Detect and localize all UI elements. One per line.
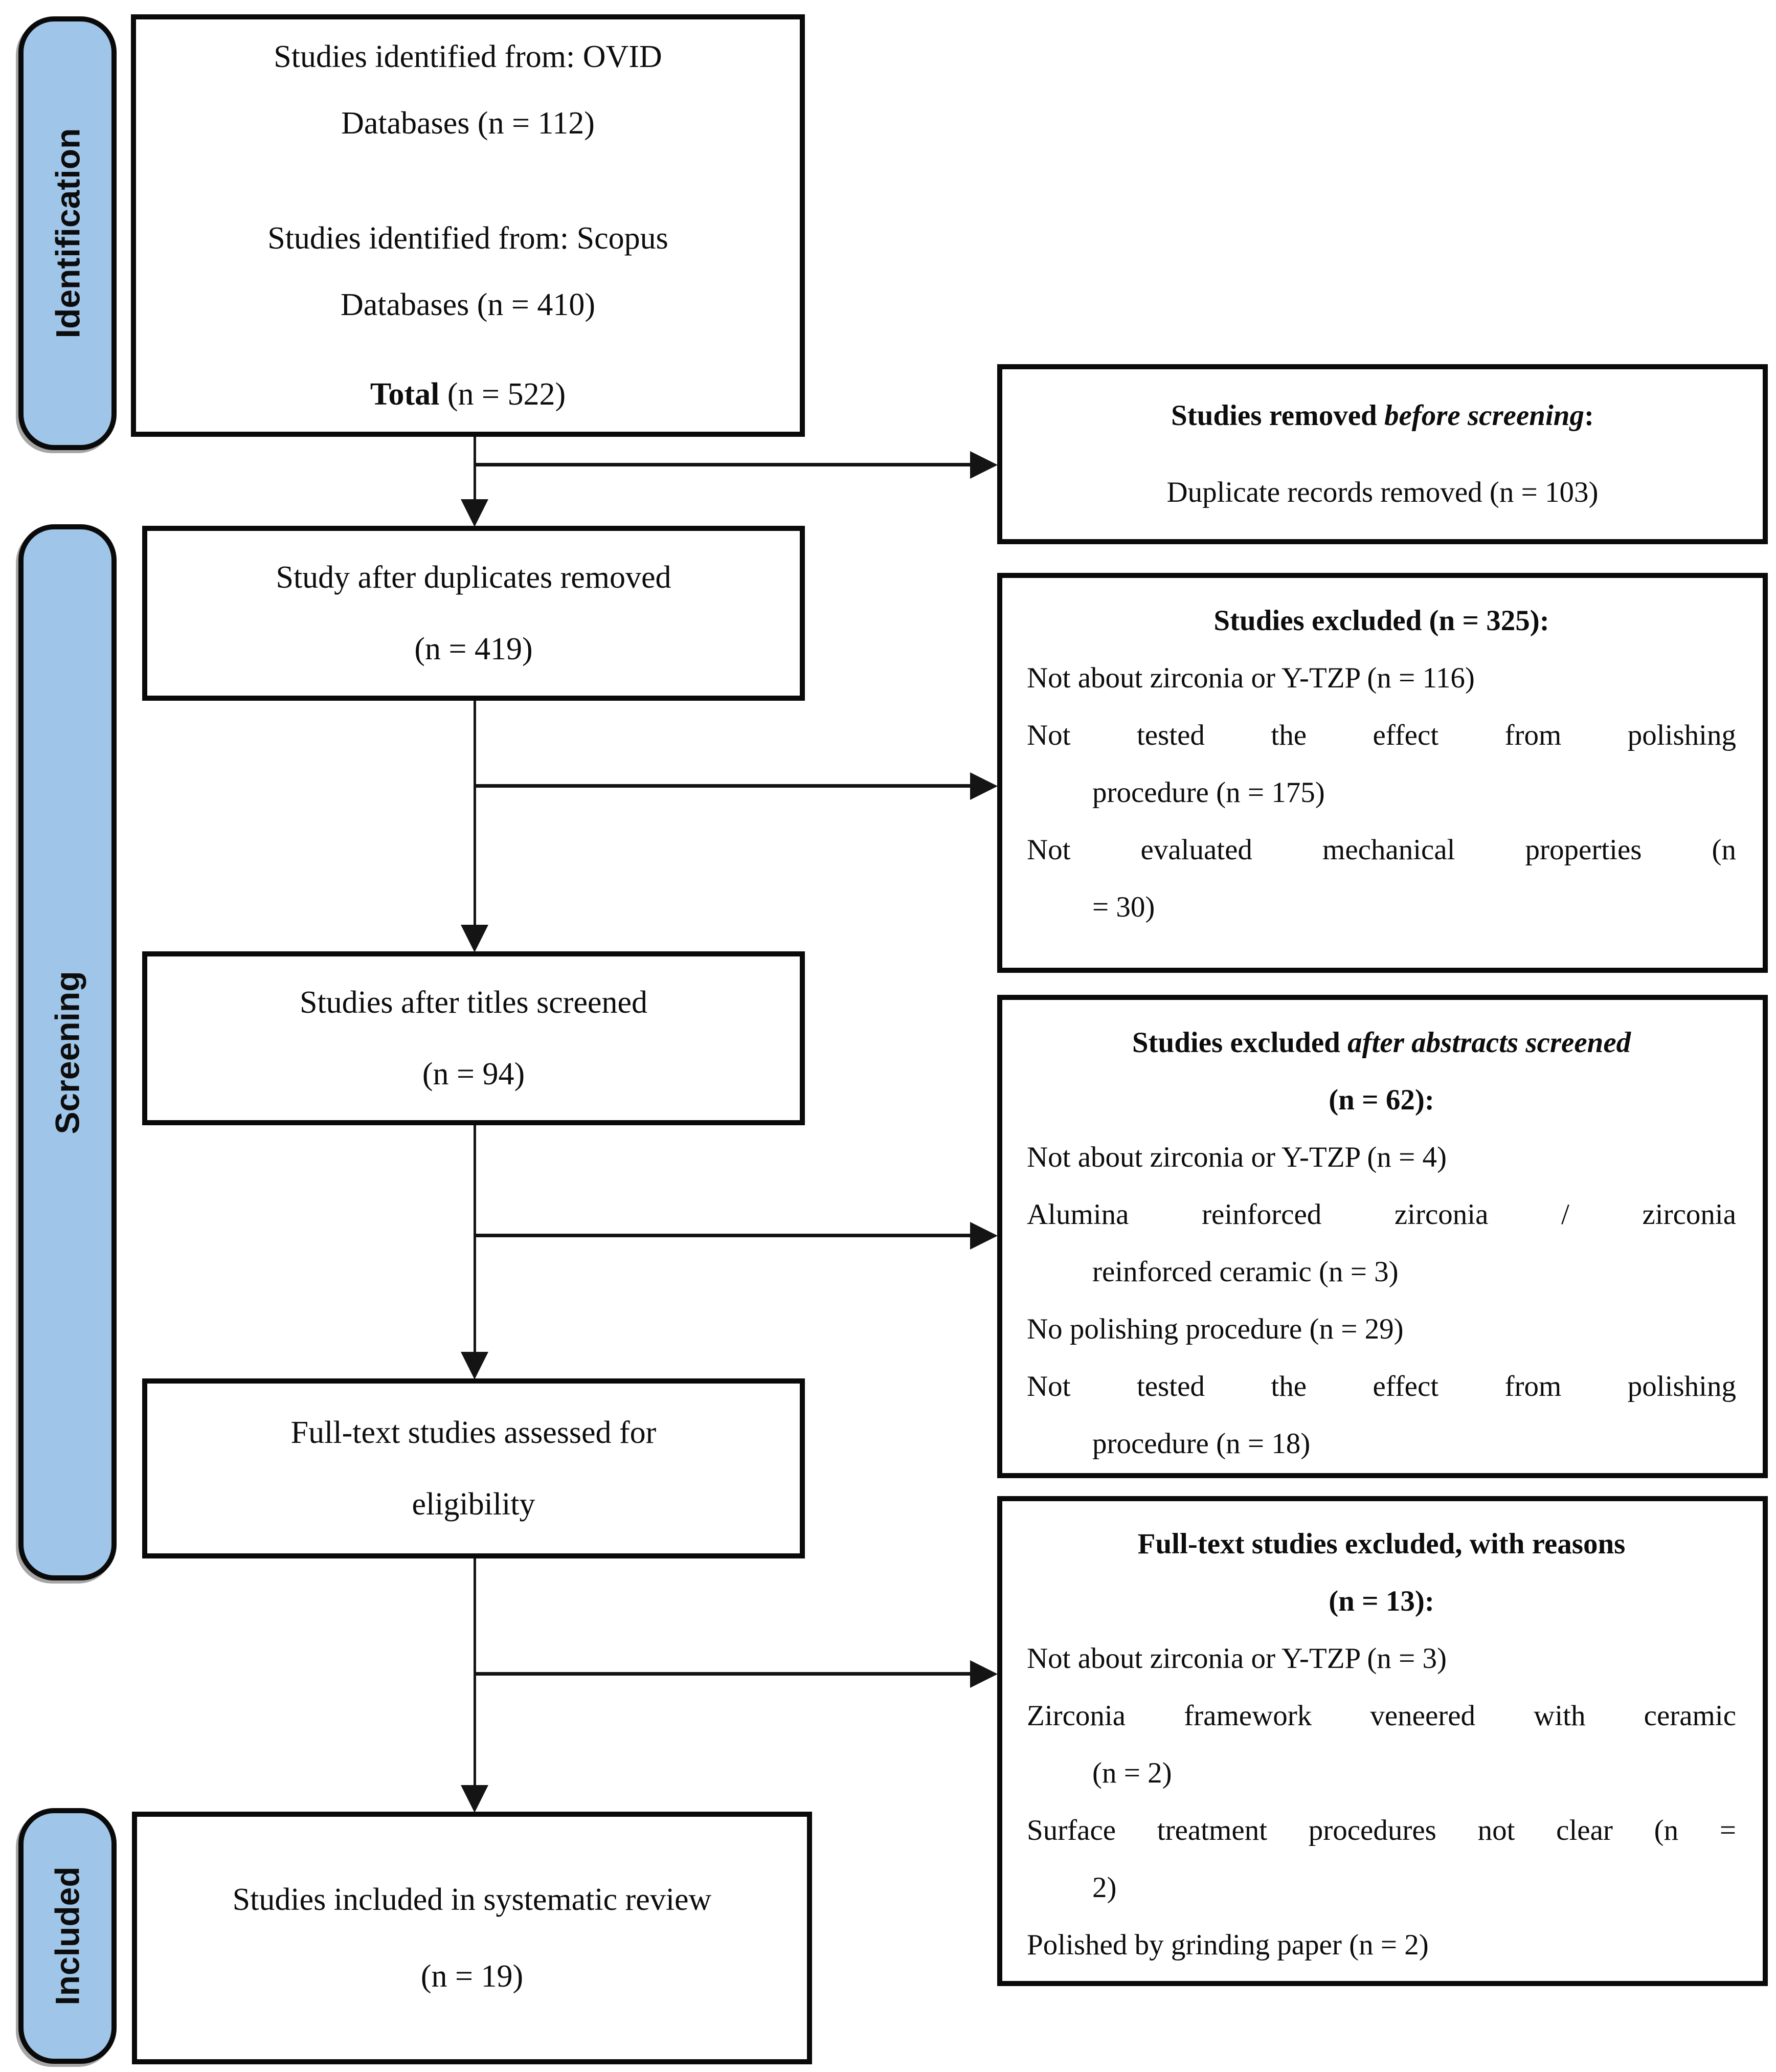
fulltext-assessed-line-1: Full-text studies assessed for	[290, 1415, 657, 1450]
excluded-fulltext-title-line-1: Full-text studies excluded, with reasons	[1137, 1528, 1626, 1560]
identified-total-value: (n = 522)	[439, 377, 566, 412]
arrow-right-icon	[970, 1222, 998, 1250]
connector-titles-to-fulltext	[474, 1125, 476, 1355]
box-after-duplicates-text: Study after duplicates removed (n = 419)	[147, 531, 800, 696]
connector-identified-to-duplicates	[474, 437, 476, 503]
excluded-fulltext-item-2-line-2: (n = 2)	[1092, 1757, 1172, 1789]
excluded-titles-item-3-line-2: = 30)	[1092, 891, 1155, 923]
stage-label-screening: Screening	[49, 970, 87, 1134]
connector-branch-abstracts-excluded	[475, 1234, 974, 1237]
identified-line-3: Studies identified from: Scopus	[267, 221, 668, 256]
excluded-fulltext-title-line-2: (n = 13):	[1329, 1585, 1434, 1617]
stage-pill-included: Included	[18, 1808, 117, 2064]
excluded-abstracts-item-3: No polishing procedure (n = 29)	[1027, 1313, 1404, 1345]
box-after-duplicates: Study after duplicates removed (n = 419)	[142, 526, 805, 701]
excluded-abstracts-item-2-line-1: Alumina reinforced zirconia / zirconia	[1027, 1198, 1736, 1231]
identified-total-label: Total	[370, 377, 440, 412]
identified-line-1: Studies identified from: OVID	[274, 39, 662, 74]
removed-title-part-2: before screening	[1384, 399, 1584, 432]
box-excluded-fulltext: Full-text studies excluded, with reasons…	[997, 1496, 1768, 1986]
box-excluded-titles: Studies excluded (n = 325): Not about zi…	[997, 573, 1768, 973]
removed-before-screening-text: Studies removed before screening: Duplic…	[1002, 369, 1763, 539]
titles-screened-line-2: (n = 94)	[422, 1057, 525, 1091]
included-review-line-1: Studies included in systematic review	[232, 1882, 712, 1917]
removed-title-part-3: :	[1584, 399, 1594, 432]
removed-before-screening-title: Studies removed before screening:	[1023, 377, 1742, 454]
arrow-right-icon	[970, 1660, 998, 1688]
arrow-down-icon	[461, 1785, 488, 1813]
stage-label-identification: Identification	[49, 128, 87, 339]
removed-title-part-1: Studies removed	[1171, 399, 1384, 432]
stage-pill-screening: Screening	[18, 524, 117, 1580]
excluded-abstracts-text: Studies excluded after abstracts screene…	[1002, 1000, 1763, 1483]
connector-branch-fulltext-excluded	[475, 1672, 974, 1676]
identified-line-2: Databases (n = 112)	[341, 106, 595, 141]
excluded-fulltext-item-1: Not about zirconia or Y-TZP (n = 3)	[1027, 1642, 1447, 1675]
box-included-review-text: Studies included in systematic review (n…	[137, 1817, 807, 2059]
abstracts-title-part-1: Studies excluded	[1132, 1027, 1348, 1059]
excluded-titles-item-2-line-2: procedure (n = 175)	[1092, 776, 1325, 809]
excluded-fulltext-item-4: Polished by grinding paper (n = 2)	[1027, 1929, 1429, 1961]
excluded-abstracts-title-line-1: Studies excluded after abstracts screene…	[1027, 1014, 1736, 1072]
excluded-abstracts-item-1: Not about zirconia or Y-TZP (n = 4)	[1027, 1141, 1447, 1173]
box-titles-screened: Studies after titles screened (n = 94)	[142, 951, 805, 1125]
excluded-fulltext-text: Full-text studies excluded, with reasons…	[1002, 1501, 1763, 1984]
excluded-abstracts-item-4-line-1: Not tested the effect from polishing	[1027, 1370, 1736, 1402]
excluded-abstracts-item-4-line-2: procedure (n = 18)	[1092, 1428, 1311, 1460]
excluded-titles-item-2-line-1: Not tested the effect from polishing	[1027, 719, 1736, 751]
identified-total-line: Total (n = 522)	[370, 361, 566, 428]
fulltext-assessed-line-2: eligibility	[412, 1487, 535, 1522]
connector-duplicates-to-titles	[474, 701, 476, 929]
box-excluded-abstracts: Studies excluded after abstracts screene…	[997, 995, 1768, 1478]
box-studies-identified-text: Studies identified from: OVID Databases …	[136, 19, 800, 432]
connector-branch-before-screening	[475, 463, 974, 466]
arrow-down-icon	[461, 925, 488, 952]
box-removed-before-screening: Studies removed before screening: Duplic…	[997, 364, 1768, 544]
box-studies-identified: Studies identified from: OVID Databases …	[131, 14, 805, 437]
box-included-review: Studies included in systematic review (n…	[132, 1812, 812, 2064]
excluded-titles-item-1: Not about zirconia or Y-TZP (n = 116)	[1027, 662, 1475, 694]
stage-label-included: Included	[49, 1866, 87, 2006]
excluded-abstracts-title-line-2: (n = 62):	[1329, 1084, 1434, 1116]
box-fulltext-assessed: Full-text studies assessed for eligibili…	[142, 1378, 805, 1558]
included-review-line-2: (n = 19)	[420, 1959, 524, 1994]
excluded-titles-item-3-line-1: Not evaluated mechanical properties (n	[1027, 834, 1736, 866]
abstracts-title-part-2: after abstracts screened	[1347, 1027, 1631, 1059]
identified-line-4: Databases (n = 410)	[340, 287, 596, 322]
titles-screened-line-1: Studies after titles screened	[299, 985, 648, 1020]
after-duplicates-line-1: Study after duplicates removed	[276, 560, 671, 595]
box-fulltext-assessed-text: Full-text studies assessed for eligibili…	[147, 1384, 800, 1553]
after-duplicates-line-2: (n = 419)	[414, 632, 533, 666]
excluded-abstracts-item-2-line-2: reinforced ceramic (n = 3)	[1092, 1256, 1399, 1288]
stage-pill-identification: Identification	[18, 16, 117, 450]
arrow-right-icon	[970, 772, 998, 800]
excluded-fulltext-item-3-line-1: Surface treatment procedures not clear (…	[1027, 1814, 1736, 1846]
connector-branch-titles-excluded	[475, 784, 974, 788]
excluded-titles-title: Studies excluded (n = 325):	[1213, 605, 1549, 637]
arrow-down-icon	[461, 499, 488, 527]
arrow-down-icon	[461, 1352, 488, 1379]
excluded-fulltext-item-2-line-1: Zirconia framework veneered with ceramic	[1027, 1700, 1736, 1732]
excluded-fulltext-item-3-line-2: 2)	[1092, 1872, 1117, 1904]
box-titles-screened-text: Studies after titles screened (n = 94)	[147, 956, 800, 1120]
excluded-titles-text: Studies excluded (n = 325): Not about zi…	[1002, 578, 1763, 946]
arrow-right-icon	[970, 451, 998, 479]
removed-before-screening-item: Duplicate records removed (n = 103)	[1166, 476, 1599, 508]
